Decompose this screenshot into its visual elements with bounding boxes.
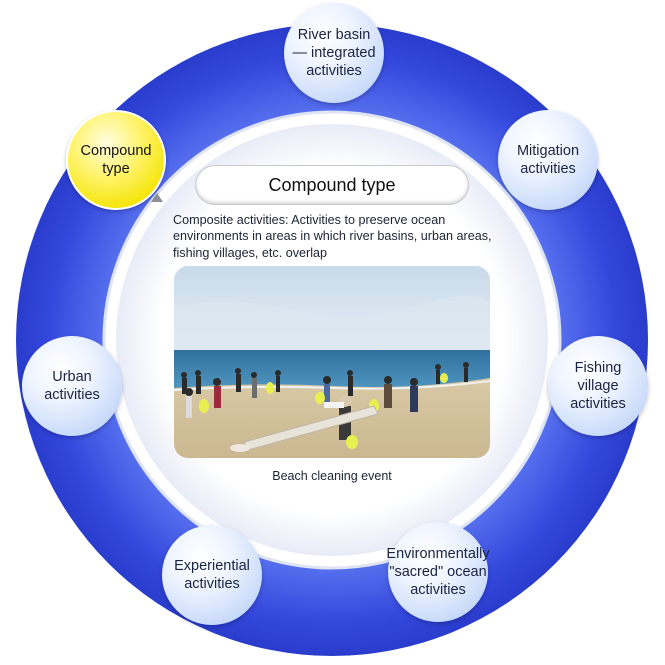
center-description: Composite activities: Activities to pres… xyxy=(173,213,492,260)
pointer-arrow-icon xyxy=(151,193,163,202)
center-title: Compound type xyxy=(196,166,468,204)
beach-cleaning-photo xyxy=(174,266,490,458)
photo-caption: Beach cleaning event xyxy=(272,469,392,483)
beach-photo-illustration xyxy=(174,266,490,458)
